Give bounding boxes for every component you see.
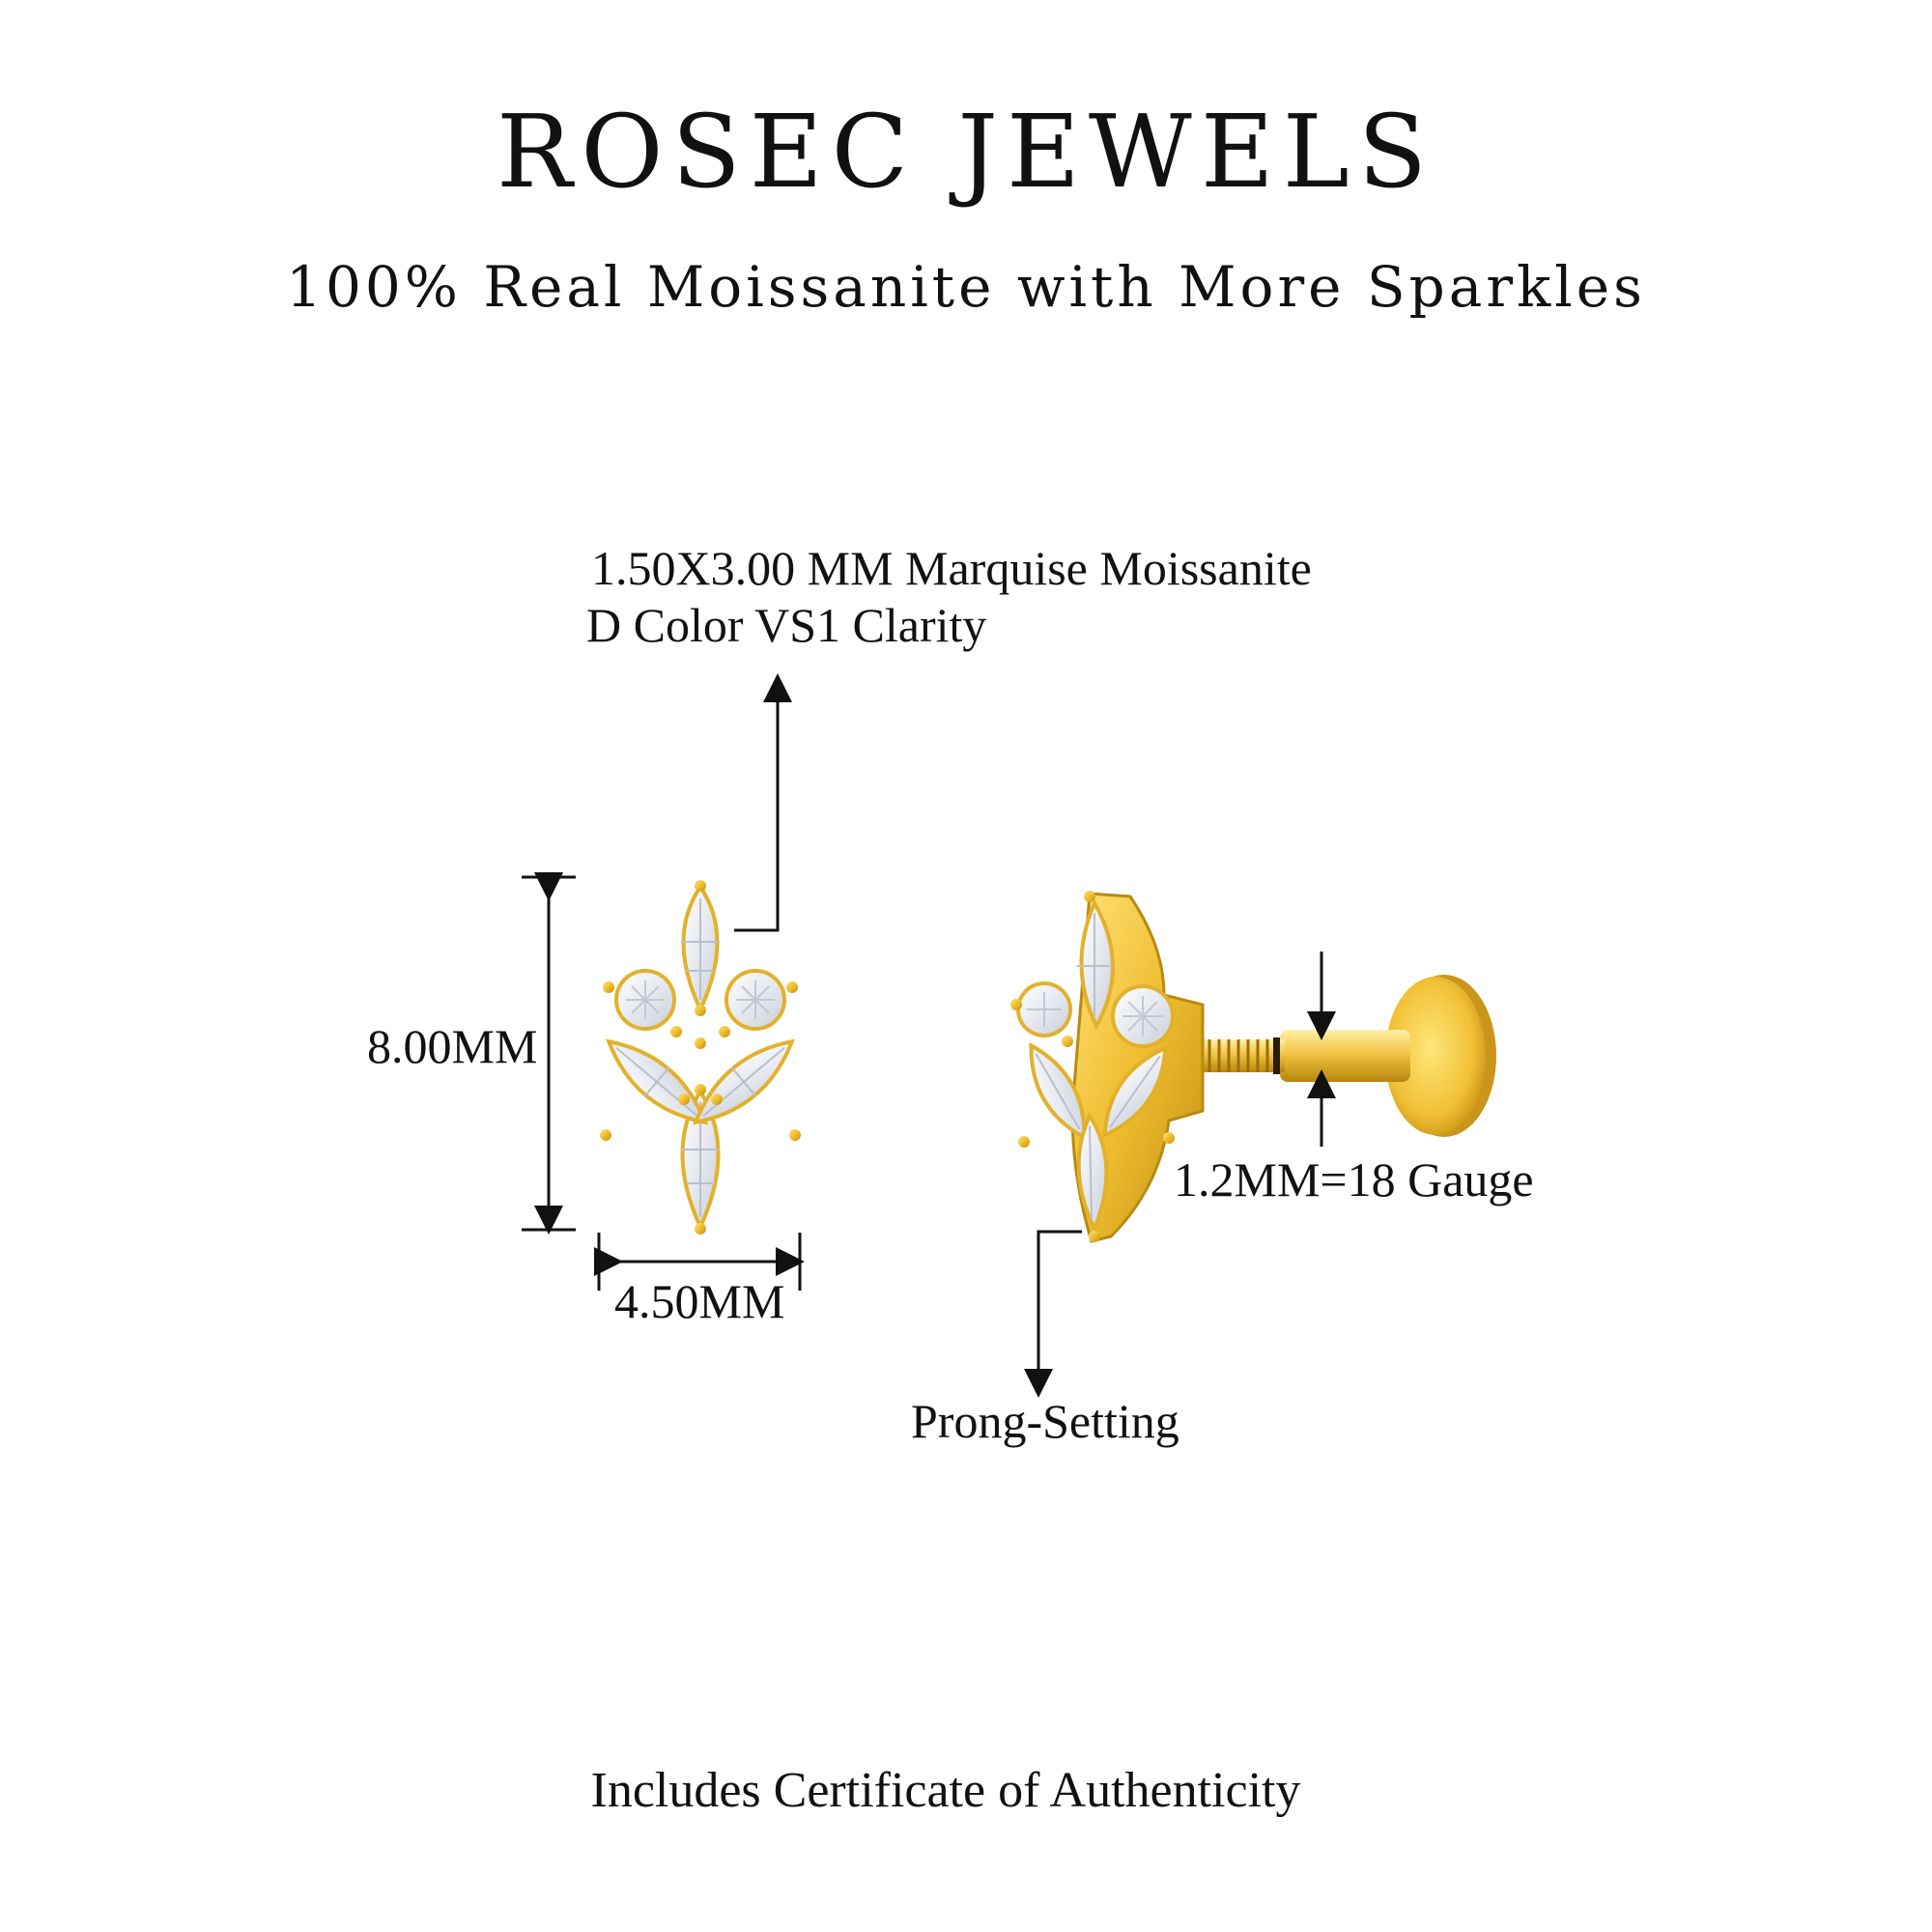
flat-back-disc [1385, 975, 1496, 1137]
marquise-stone-top [681, 880, 720, 1016]
width-dimension [594, 1233, 805, 1291]
width-label: 4.50MM [614, 1274, 785, 1328]
gauge-label: 1.2MM=18 Gauge [1174, 1152, 1534, 1207]
certificate-note: Includes Certificate of Authenticity [590, 1763, 1301, 1818]
side-marquise-top [1077, 898, 1115, 1031]
side-prongs [1010, 891, 1175, 1242]
brand-title: ROSEC JEWELS [496, 93, 1436, 211]
side-marquise-bottom [1076, 1111, 1109, 1234]
setting-callout-leader [1024, 1230, 1082, 1398]
height-label: 8.00MM [367, 1019, 538, 1073]
marquise-stone-bottom [680, 1084, 721, 1235]
side-round-stone-right [1111, 984, 1175, 1048]
earring-front-view [600, 880, 801, 1235]
post-shaft [1183, 1030, 1410, 1082]
round-stone-left [614, 969, 676, 1031]
stone-callout-leader [734, 673, 792, 932]
setting-label: Prong-Setting [911, 1394, 1179, 1448]
height-dimension [522, 872, 576, 1235]
side-round-stone-left [1016, 981, 1072, 1037]
round-stone-right [724, 969, 786, 1031]
side-marquise-right [1102, 1044, 1168, 1139]
stone-size-label: 1.50X3.00 MM Marquise Moissanite [591, 541, 1312, 595]
stone-quality-label: D Color VS1 Clarity [586, 598, 987, 652]
gold-prongs [600, 981, 801, 1141]
earring-side-view [1010, 891, 1496, 1243]
tagline: 100% Real Moissanite with More Sparkles [286, 254, 1646, 320]
